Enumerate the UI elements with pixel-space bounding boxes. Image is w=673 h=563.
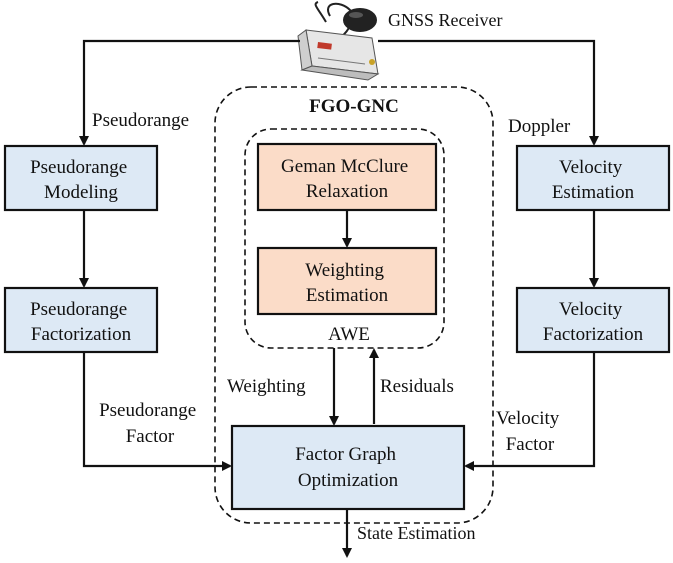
wire-pseudorange-factor [82,352,232,471]
pseudorange-modeling-label: Pseudorange Modeling [30,157,132,203]
velocity-factorization-label: Velocity Factorization [543,299,644,345]
edge-label-pseudorange: Pseudorange [92,110,189,131]
edge-label-velocity-factor: Velocity Factor [496,408,564,455]
wire-receiver-to-right [378,39,599,146]
group-fgo-gnc-label: FGO-GNC [309,96,399,117]
geman-mcclure-box [256,142,438,212]
edge-label-pseudorange-factor: Pseudorange Factor [99,400,201,447]
edge-label-weighting: Weighting [227,376,306,397]
factor-graph-optimization-label: Factor Graph Optimization [295,444,401,491]
edge-label-doppler: Doppler [508,116,571,137]
gnss-receiver-label: GNSS Receiver [388,10,502,30]
group-fgo-gnc [214,86,494,524]
pseudorange-factorization-label: Pseudorange Factorization [30,299,132,345]
geman-mcclure-label: Geman McClure Relaxation [281,156,413,202]
group-awe [244,128,445,349]
wire-receiver-to-left [79,39,300,146]
pseudorange-factorization-box [3,286,159,354]
gnss-receiver-device-icon [297,1,380,81]
pseudorange-modeling-box [3,144,159,212]
velocity-estimation-label: Velocity Estimation [552,157,635,203]
velocity-factorization-box [515,286,671,354]
group-awe-label: AWE [328,324,370,345]
wire-velocity-factor [464,352,596,471]
weighting-estimation-box [256,246,438,316]
edge-label-residuals: Residuals [380,376,454,397]
edge-label-state-estimation: State Estimation [357,523,476,543]
weighting-estimation-label: Weighting Estimation [305,260,388,306]
factor-graph-optimization-box [230,424,466,511]
